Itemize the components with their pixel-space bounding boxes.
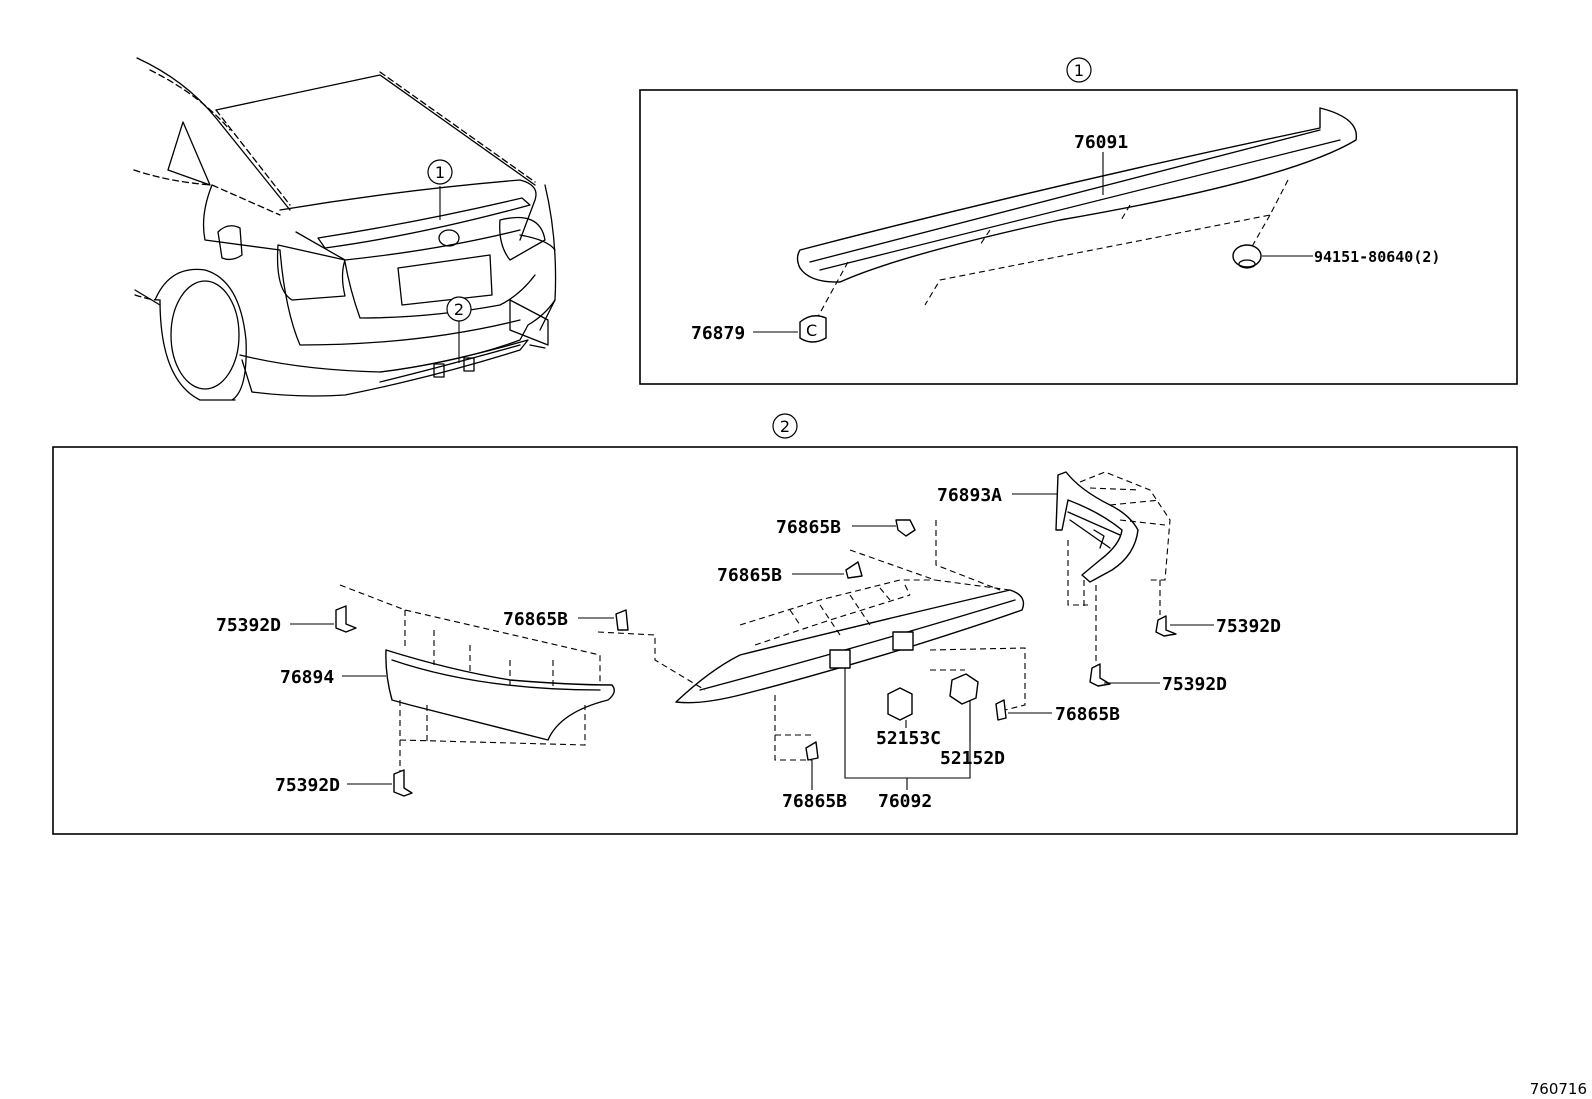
side-trim-76894 [342, 649, 615, 741]
spoiler-76091 [796, 107, 1358, 283]
clip-76865B-icon [852, 519, 916, 537]
spoiler-detail-frame [639, 89, 1518, 385]
diffuser-detail-frame [52, 446, 1518, 835]
clip-76865B-icon [578, 609, 629, 631]
box1-callout: 1 [1066, 57, 1092, 83]
label-75392D-c: 75392D [1216, 616, 1281, 637]
side-bracket-76893A [1012, 471, 1139, 583]
svg-text:2: 2 [780, 417, 790, 436]
cap-52153C-icon [887, 687, 913, 728]
bracket-75392D-icon [347, 769, 413, 797]
side-bracket-dashes [1067, 471, 1171, 665]
diffuser-dashes [597, 520, 1026, 761]
box2-callout: 2 [772, 413, 798, 439]
label-52153C: 52153C [876, 728, 941, 749]
label-75392D-d: 75392D [1162, 674, 1227, 695]
cap-52152D-icon [949, 673, 979, 742]
bracket-75392D-icon [1089, 663, 1160, 687]
label-76091: 76091 [1074, 132, 1128, 153]
car-callout-1: 1 [427, 159, 453, 185]
svg-text:2: 2 [454, 300, 464, 319]
bracket-75392D-icon [290, 605, 357, 633]
svg-text:C: C [806, 321, 817, 340]
label-75392D-b: 75392D [275, 775, 340, 796]
clip-76865B-icon [995, 699, 1052, 721]
label-76893A: 76893A [937, 485, 1002, 506]
grommet-94151-icon [1232, 244, 1313, 269]
clip-76865B-icon [792, 561, 863, 579]
label-76865B-c: 76865B [503, 609, 568, 630]
label-76865B-a: 76865B [776, 517, 841, 538]
label-75392D-a: 75392D [216, 615, 281, 636]
car-callout-2: 2 [446, 296, 472, 322]
label-76092: 76092 [878, 791, 932, 812]
label-76865B-b: 76865B [717, 565, 782, 586]
label-76879: 76879 [691, 323, 745, 344]
label-76865B-e: 76865B [782, 791, 847, 812]
label-76894: 76894 [280, 667, 334, 688]
car-rear-view [133, 57, 557, 401]
svg-text:1: 1 [435, 163, 445, 182]
svg-text:1: 1 [1074, 61, 1084, 80]
label-94151-80640: 94151-80640(2) [1314, 248, 1440, 266]
clip-76879-icon: C [753, 315, 827, 343]
side-trim-dashes [339, 584, 601, 775]
diffuser-76092 [675, 589, 1025, 704]
label-76865B-d: 76865B [1055, 704, 1120, 725]
spoiler-dashes [814, 179, 1289, 323]
clip-76865B-icon [805, 741, 819, 790]
bracket-75392D-icon [1155, 615, 1214, 637]
reference-number: 760716 [1530, 1080, 1587, 1098]
label-52152D: 52152D [940, 748, 1005, 769]
